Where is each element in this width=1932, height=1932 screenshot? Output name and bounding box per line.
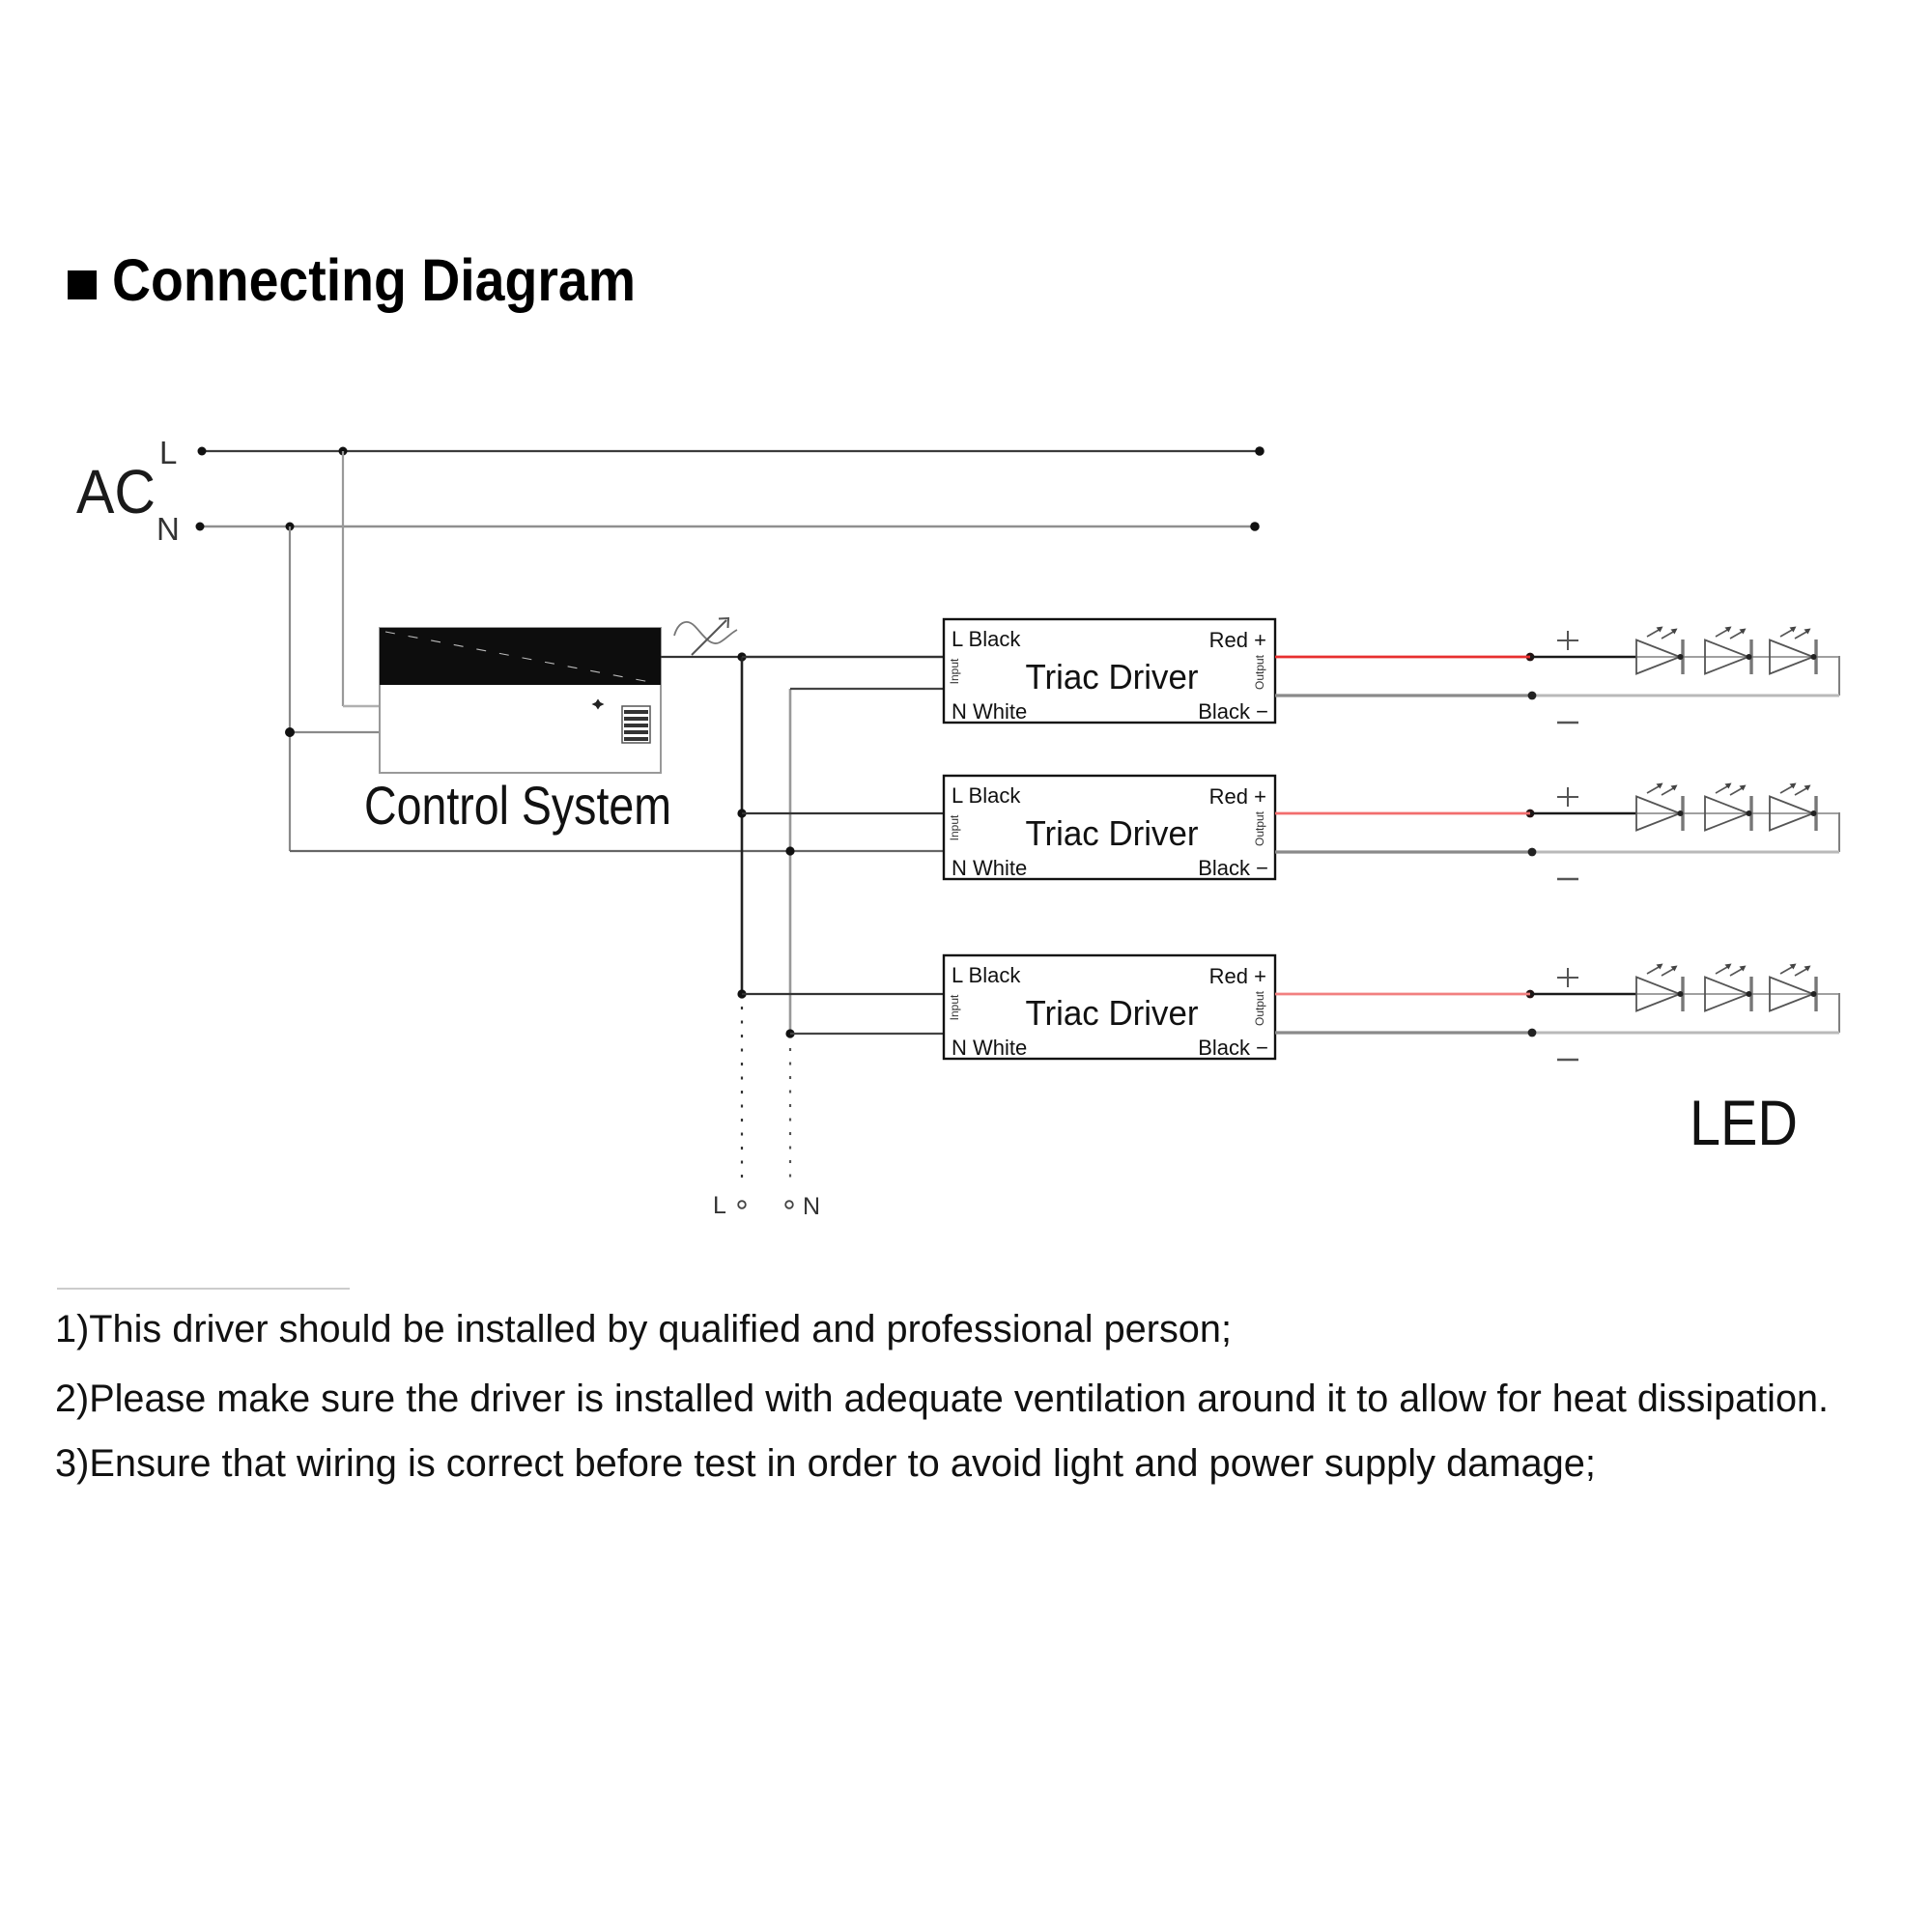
svg-text:L: L	[713, 1192, 726, 1219]
svg-text:L: L	[159, 435, 177, 470]
svg-text:LED: LED	[1690, 1087, 1798, 1158]
svg-text:N: N	[156, 511, 180, 547]
svg-text:3)Ensure that wiring is correc: 3)Ensure that wiring is correct before t…	[55, 1442, 1596, 1485]
svg-text:2)Please make sure the driver: 2)Please make sure the driver is install…	[55, 1378, 1829, 1420]
svg-text:Connecting Diagram: Connecting Diagram	[112, 247, 636, 313]
svg-text:Control System: Control System	[364, 775, 671, 836]
svg-text:1)This driver should be instal: 1)This driver should be installed by qua…	[55, 1308, 1232, 1350]
svg-text:N: N	[803, 1193, 820, 1220]
svg-text:AC: AC	[76, 457, 156, 526]
